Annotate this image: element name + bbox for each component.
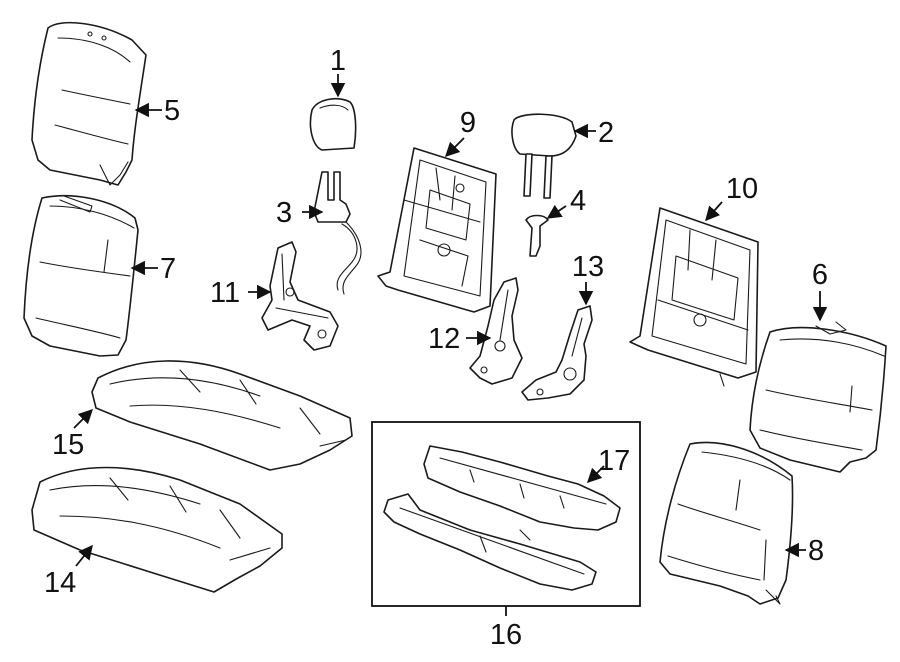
callout-8: 8 (808, 535, 824, 567)
callout-15: 15 (52, 429, 84, 461)
callout-7: 7 (160, 253, 176, 285)
callout-5: 5 (164, 95, 180, 127)
part-8-seatback-cover (659, 441, 794, 605)
part-15-seat-cushion-cover (91, 360, 353, 471)
callout-6: 6 (812, 259, 828, 291)
part-17-frame-cover (423, 445, 621, 531)
part-3-headrest-guide (313, 171, 362, 295)
callout-labels: 1 2 3 4 5 6 7 8 9 10 11 12 13 14 15 16 1… (44, 45, 828, 651)
part-11-hinge (261, 241, 339, 351)
part-16-cushion-frame (383, 493, 597, 591)
leader-lines (73, 74, 828, 616)
part-5-seatback-cover (31, 21, 147, 186)
part-4-guide (525, 214, 549, 257)
callout-13: 13 (572, 251, 604, 283)
part-1-headrest (309, 97, 357, 151)
callout-4: 4 (570, 185, 586, 217)
callout-3: 3 (276, 197, 292, 229)
part-14-seat-cushion (31, 466, 283, 593)
part-6-seatback-cover (749, 321, 887, 473)
part-9-seatback-frame (377, 147, 497, 313)
part-2-headrest (511, 113, 577, 199)
callout-16: 16 (490, 619, 522, 651)
part-7-seatback (23, 195, 139, 357)
callout-2: 2 (598, 117, 614, 149)
part-10-seatback-frame (629, 207, 759, 387)
callout-9: 9 (460, 107, 476, 139)
callout-10: 10 (726, 173, 758, 205)
callout-12: 12 (428, 323, 460, 355)
callout-1: 1 (330, 45, 346, 77)
callout-17: 17 (598, 445, 630, 477)
callout-11: 11 (210, 277, 240, 309)
part-13-recliner (521, 305, 593, 401)
callout-14: 14 (44, 567, 76, 599)
